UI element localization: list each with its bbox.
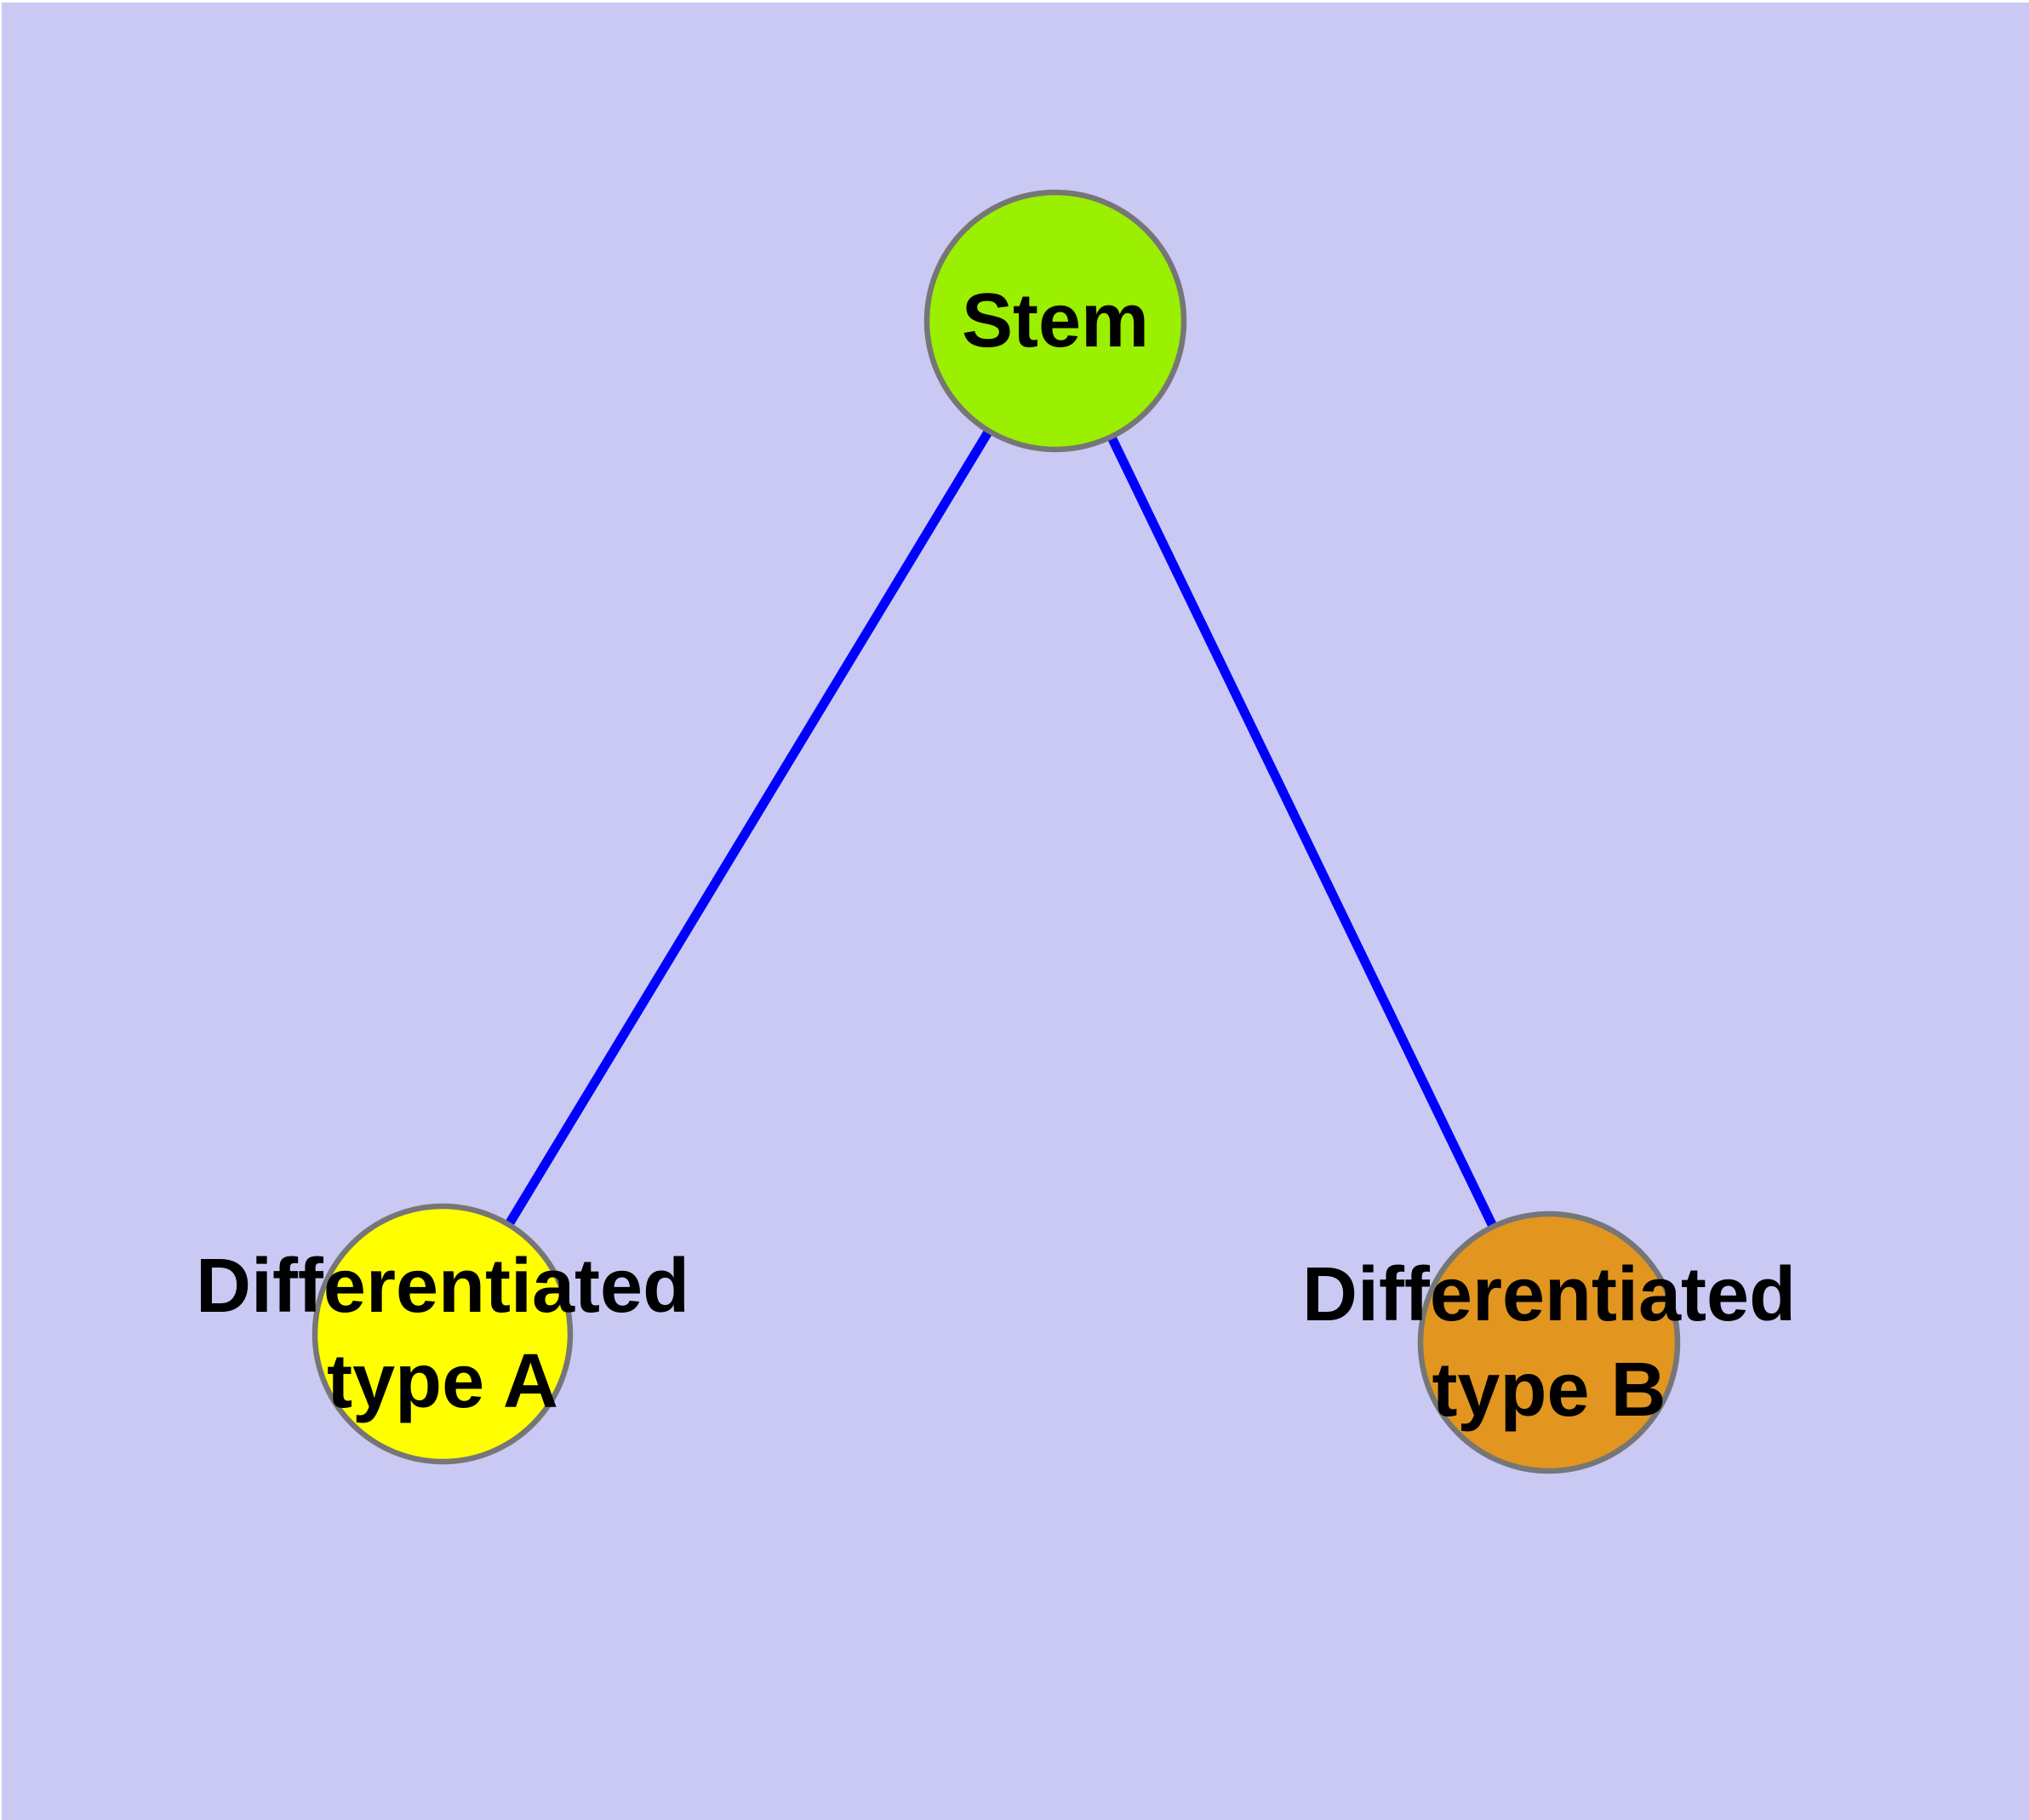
- graph-canvas: Stem Differentiated type A Differentiate…: [2, 3, 2029, 1820]
- graph-svg: [311, 189, 1681, 1474]
- edge-stem-to-type-a: [438, 318, 1060, 1336]
- node-stem-label: Stem: [961, 278, 1150, 363]
- node-type-b-circle: [1417, 1210, 1681, 1474]
- edge-stem-to-type-b: [1051, 318, 1553, 1345]
- node-type-b-label: Differentiated type B: [1301, 1252, 1797, 1433]
- node-type-a-label: Differentiated type A: [195, 1244, 690, 1424]
- node-type-a-circle: [311, 1203, 574, 1465]
- node-stem-circle: [923, 189, 1187, 453]
